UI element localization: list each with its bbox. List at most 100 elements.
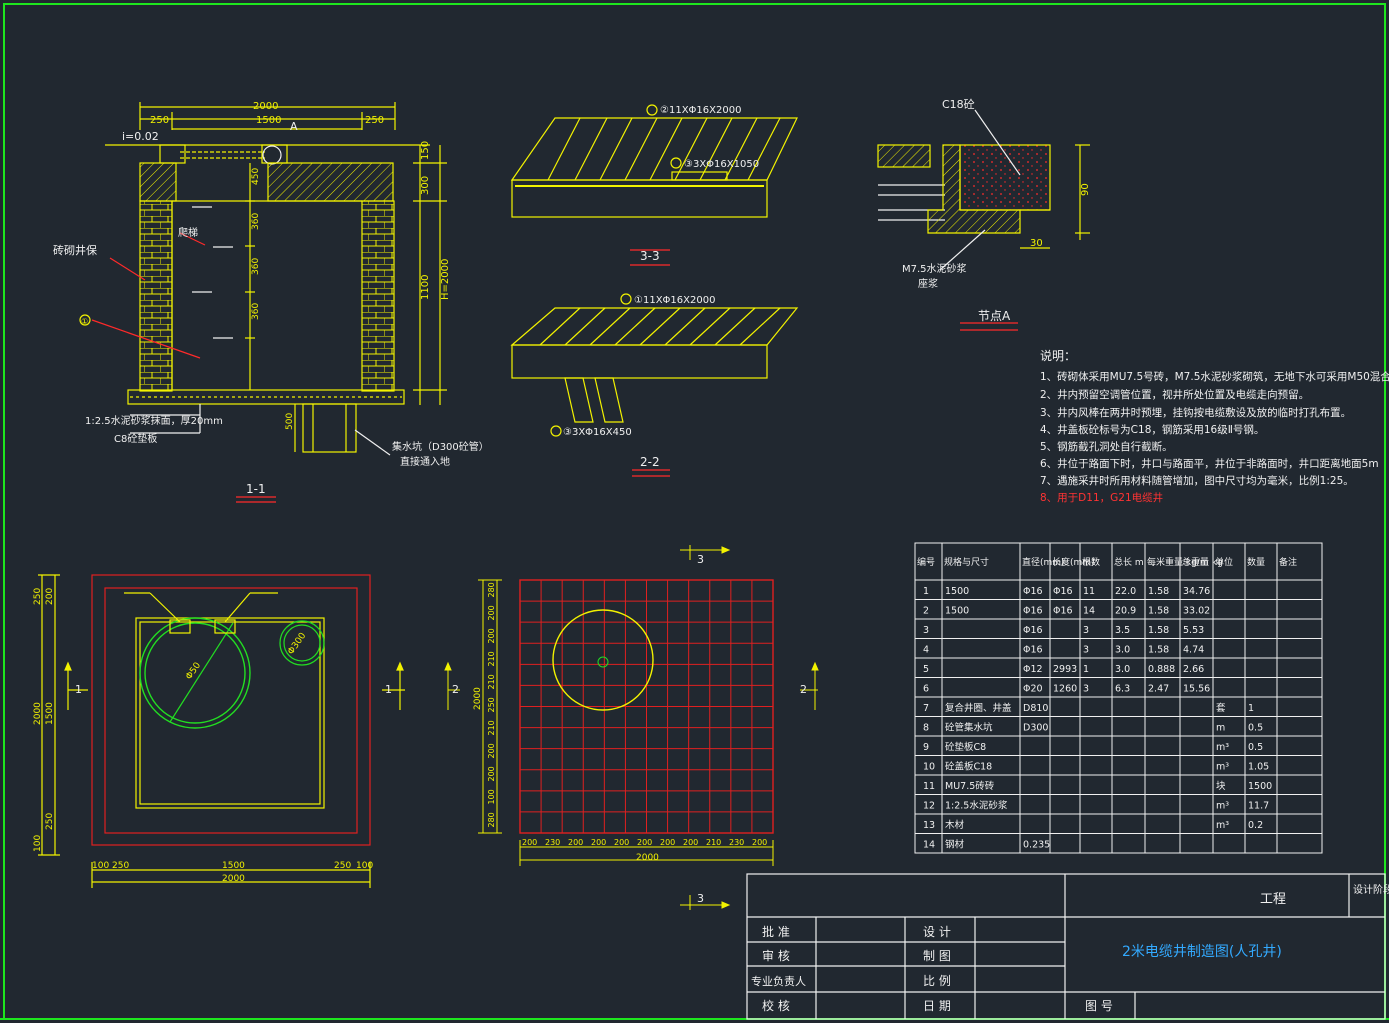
plan-mid-bottom-dim: 200	[614, 838, 629, 847]
table-cell: 套	[1216, 702, 1226, 714]
table-cell: 4	[923, 645, 929, 656]
label-mortar: 1:2.5水泥砂浆抹面，厚20mm	[85, 414, 223, 427]
node-a-title: 节点A	[978, 309, 1011, 323]
table-cell: 1:2.5水泥砂浆	[945, 800, 1008, 812]
table-cell: 木材	[945, 819, 965, 831]
table-cell: 砼垫板C8	[945, 741, 986, 753]
tb-mid-3: 比 例	[923, 974, 951, 988]
section-3-3-title: 3-3	[640, 249, 660, 263]
note-line-7: 7、遇施采井时所用材料随管增加，图中尺寸均为毫米，比例1:25。	[1040, 474, 1354, 487]
table-header-cell: 数量	[1247, 556, 1265, 568]
note-line-3: 3、井内风棒在两井时预埋，挂钩按电缆敷设及放的临时打孔布置。	[1040, 406, 1351, 419]
cut-marker-1-right: 1	[385, 683, 392, 696]
dim-top-mid: 1500	[256, 115, 281, 126]
plan-mid-left-dim: 280	[487, 582, 496, 597]
table-cell: Φ12	[1023, 664, 1043, 675]
table-cell: 13	[923, 820, 935, 831]
table-cell: 8	[923, 723, 929, 734]
table-cell: 1500	[1248, 781, 1272, 792]
dim-right-2: 300	[420, 176, 431, 195]
table-cell: 1260	[1053, 684, 1077, 695]
section-1-1	[79, 102, 447, 503]
table-cell: 1.58	[1148, 586, 1169, 597]
plan-mid-left-dim: 200	[487, 628, 496, 643]
table-cell: 6.3	[1115, 684, 1130, 695]
dim-inner-4: 360	[251, 303, 261, 320]
plan-left-dia1: Φ50	[184, 661, 203, 682]
plan-mid-left-dim: 200	[487, 766, 496, 781]
table-border	[914, 542, 1323, 854]
tb-left-3: 专业负责人	[751, 974, 806, 988]
label-brick: 砖砌井保	[53, 243, 97, 257]
plan-mid-bottom-dim: 200	[591, 838, 606, 847]
table-cell: 12	[923, 801, 935, 812]
table-cell: 11	[923, 781, 935, 792]
table-cell: Φ16	[1023, 645, 1043, 656]
node-a-top-label: C18砼	[942, 98, 975, 111]
dim-right-1: 150	[420, 141, 431, 160]
table-cell: 10	[923, 762, 935, 773]
table-cell: 0.888	[1148, 664, 1175, 675]
table-header-cell: 编号	[917, 556, 935, 568]
table-cell: 33.02	[1183, 606, 1210, 617]
cut-marker-3-top: 3	[697, 553, 704, 566]
node-marker: A	[290, 120, 298, 133]
table-cell: Φ20	[1023, 684, 1043, 695]
table-header-cell: 单位	[1215, 556, 1233, 568]
cut-marker-3-bottom: 3	[697, 892, 704, 905]
plan-left-dim-2: 200	[45, 588, 55, 605]
tb-mid-4: 日 期	[923, 999, 951, 1013]
tb-left-1: 批 准	[762, 924, 790, 939]
dim-inner-2: 360	[251, 213, 261, 230]
table-cell: 0.2	[1248, 820, 1263, 831]
node-a-detail	[877, 109, 1090, 331]
cut-marker-1-left: 1	[75, 683, 82, 696]
tb-title: 2米电缆井制造图(人孔井)	[1122, 944, 1282, 960]
table-header-cell: 每米重量 kg/m	[1147, 556, 1209, 568]
bar-label-22-1: ①11XΦ16X2000	[634, 295, 715, 306]
table-cell: Φ16	[1053, 586, 1073, 597]
table-cell: m³	[1216, 820, 1229, 831]
table-cell: Φ16	[1053, 606, 1073, 617]
plan-mid-left-dim: 280	[487, 812, 496, 827]
dim-sump: 500	[285, 413, 295, 430]
plan-mid-bottom-dim: 200	[683, 838, 698, 847]
dim-right-3: 1100	[420, 275, 431, 300]
table-cell: 2	[923, 606, 929, 617]
table-cell: 0.235	[1023, 840, 1050, 851]
tb-stage: 设计阶段	[1353, 883, 1389, 896]
note-line-5: 5、钢筋截孔洞处自行截断。	[1040, 440, 1173, 453]
table-cell: 1500	[945, 606, 969, 617]
table-cell: 砼盖板C18	[945, 761, 992, 773]
tb-mid-2: 制 图	[923, 949, 951, 963]
table-header-cell: 总重量 kg	[1182, 556, 1223, 568]
table-header-cell: 总长 m	[1114, 556, 1144, 568]
plan-mid-bottom-dim: 230	[545, 838, 560, 847]
table-cell: D810	[1023, 703, 1048, 714]
label-steps: 爬梯	[178, 226, 198, 239]
bar-label-33-2: ③3XΦ16X1050	[684, 159, 759, 170]
plan-left	[38, 574, 405, 888]
plan-mid-bottom-dim: 200	[660, 838, 675, 847]
table-cell: 9	[923, 742, 929, 753]
dim-top-left: 250	[150, 115, 169, 126]
slope-label: i=0.02	[122, 130, 159, 143]
table-cell: 0.5	[1248, 723, 1263, 734]
table-cell: 1	[923, 586, 929, 597]
table-cell: m³	[1216, 762, 1229, 773]
tb-drawing-no: 图 号	[1085, 999, 1113, 1013]
notes-heading: 说明：	[1040, 348, 1076, 363]
table-cell: MU7.5砖砖	[945, 780, 995, 792]
note-line-1: 1、砖砌体采用MU7.5号砖，M7.5水泥砂浆砌筑，无地下水可采用M50混合砂	[1040, 370, 1389, 383]
table-cell: 1	[1248, 703, 1254, 714]
table-cell: 5.53	[1183, 625, 1204, 636]
section-2-2	[510, 293, 799, 477]
table-cell: 20.9	[1115, 606, 1136, 617]
table-cell: 11.7	[1248, 801, 1269, 812]
node-a-dim-v: 90	[1080, 183, 1091, 196]
table-header-cell: 根数	[1082, 556, 1100, 568]
